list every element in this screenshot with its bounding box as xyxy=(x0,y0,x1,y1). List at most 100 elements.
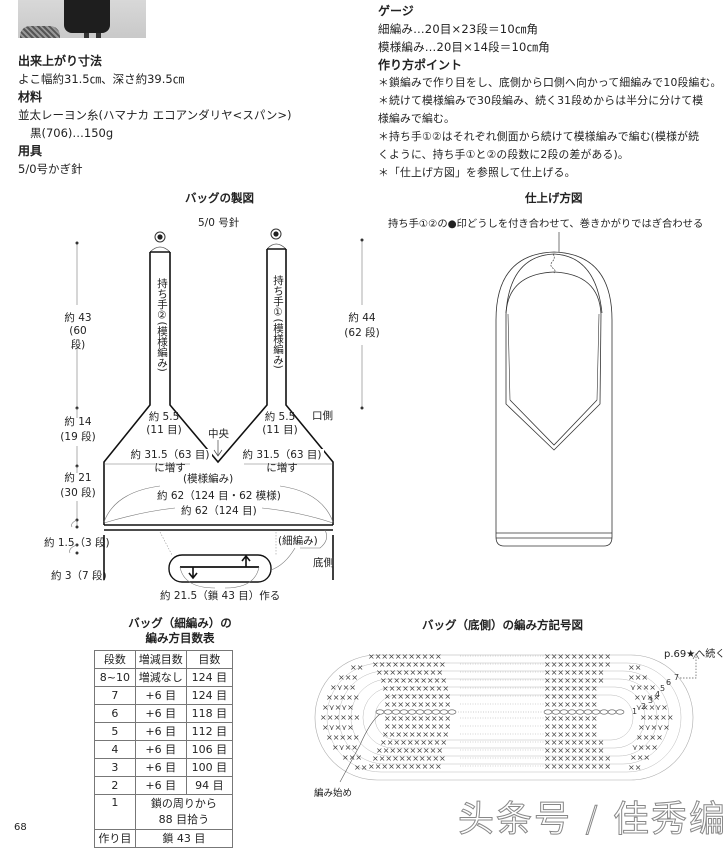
svg-text:××××××××××: ×××××××××× xyxy=(376,746,443,755)
svg-text:×××: ××× xyxy=(342,753,362,762)
bag-photo xyxy=(18,0,146,38)
bag-photo-leg xyxy=(96,33,101,38)
svg-text:××××××××: ×××××××× xyxy=(544,714,598,723)
svg-text:××××××××: ×××××××× xyxy=(544,684,598,693)
svg-text:××××××××: ×××××××× xyxy=(544,730,598,739)
svg-text:×××××××××××: ××××××××××× xyxy=(368,652,442,661)
svg-text:×××: ××× xyxy=(628,673,648,682)
half-width-right-note: に増す xyxy=(266,462,298,474)
svg-text:×××××××××××: ××××××××××× xyxy=(368,762,442,771)
svg-text:××××××××××: ×××××××××× xyxy=(384,714,451,723)
cell-stitches: 94 目 xyxy=(185,776,234,795)
continue-note: p.69★へ続く xyxy=(664,649,726,660)
cell-row1-text: 鎖の周りから 88 目拾う xyxy=(134,794,234,830)
svg-text:××: ×× xyxy=(350,663,363,672)
tools: 5/0号かぎ針 xyxy=(18,162,83,176)
cell-stitches: 124 目 xyxy=(185,668,234,687)
svg-text:××××××××××: ×××××××××× xyxy=(544,754,611,763)
row-number: 3 xyxy=(648,696,653,705)
svg-text:×⋎××: ×⋎×× xyxy=(634,693,660,702)
svg-text:××××××: ×××××× xyxy=(320,713,360,722)
start-label: 編み始め xyxy=(314,788,353,799)
handle-width-right: 約 5.5 (11 目) xyxy=(262,411,298,437)
cell-change: +6 目 xyxy=(134,686,187,705)
point-line: ＊「仕上げ方図」を参照して仕上げる。 xyxy=(378,166,576,179)
handle-width-left-cm: 約 5.5 xyxy=(148,411,180,423)
row1-text-2: 88 目拾う xyxy=(158,813,210,826)
count-table: 段数 増減目数 目数 8~10 増減なし 124 目 7 +6 目 124 目 … xyxy=(94,650,234,848)
half-width-left-note: に増す xyxy=(154,462,186,474)
svg-text:×××××: ××××× xyxy=(640,713,674,722)
svg-text:×××××××××××: ××××××××××× xyxy=(372,660,446,669)
cell-stitches: 112 目 xyxy=(185,722,234,741)
left-height-5: 約 3（7 段) xyxy=(51,570,107,582)
svg-text:×××××××××: ××××××××× xyxy=(544,668,604,677)
page-number: 68 xyxy=(14,822,27,833)
row-number: 5 xyxy=(660,684,665,693)
left-height-3: 約 21 (30 段) xyxy=(60,470,96,500)
mouth-side-label: 口側 xyxy=(312,410,333,422)
table-row: 4 +6 目 106 目 xyxy=(94,740,234,759)
count-table-title-2: 編み方目数表 xyxy=(145,631,215,645)
left-height-4: 約 1.5（3 段) xyxy=(44,537,110,549)
handle-width-left-sts: (11 目) xyxy=(146,424,182,436)
center-label: 中央 xyxy=(208,428,229,440)
svg-text:⋎××⋎×: ⋎××⋎× xyxy=(636,703,668,712)
svg-text:××××××××: ×××××××× xyxy=(544,692,598,701)
cell-change: 増減なし xyxy=(134,668,187,687)
stitch-chart-drawing: ××××××××××××××××××××× ××××××××××××××××××… xyxy=(314,652,700,783)
svg-text:××××××××: ×××××××× xyxy=(544,700,598,709)
left-height-3-cm: 約 21 xyxy=(64,472,92,484)
finished-size: よこ幅約31.5㎝、深さ約39.5㎝ xyxy=(18,72,185,86)
row-number: 4 xyxy=(655,690,660,699)
row1-text-1: 鎖の周りから xyxy=(150,797,217,810)
left-height-3-rows: (30 段) xyxy=(60,487,96,499)
cell-stitches: 124 目 xyxy=(185,686,234,705)
header-change: 増減目数 xyxy=(134,650,187,669)
cell-change: +6 目 xyxy=(134,758,187,777)
finishing-note: 持ち手①②の●印どうしを付き合わせて、巻きかがりではぎ合わせる xyxy=(388,218,704,230)
svg-text:××: ×× xyxy=(628,663,641,672)
header-rows: 段数 xyxy=(94,650,136,669)
svg-text:×××××××××: ××××××××× xyxy=(544,738,604,747)
half-width-left: 約 31.5（63 目) に増す xyxy=(120,449,220,475)
width-pattern: 約 62（124 目・62 模様) xyxy=(155,488,283,503)
svg-text:××××××××××: ×××××××××× xyxy=(382,684,449,693)
finishing-drawing xyxy=(495,232,613,547)
chain-label: 約 21.5（鎖 43 目）作る xyxy=(160,590,281,602)
cell-row: 5 xyxy=(94,722,136,741)
table-row: 6 +6 目 118 目 xyxy=(94,704,234,723)
svg-text:××××××××××: ×××××××××× xyxy=(544,762,611,771)
svg-text:⋎×××: ⋎××× xyxy=(632,743,658,752)
cell-row: 2 xyxy=(94,776,136,795)
row-number: 6 xyxy=(666,678,671,687)
svg-text:×⋎×⋎×: ×⋎×⋎× xyxy=(322,703,354,712)
bottom-side-label: 底側 xyxy=(313,557,334,569)
cell-row: 8~10 xyxy=(94,668,136,687)
cell-change: +6 目 xyxy=(134,776,187,795)
stitch-chart-title: バッグ（底側）の編み方記号図 xyxy=(422,618,583,632)
bag-photo-bag xyxy=(64,0,110,33)
handle-width-right-cm: 約 5.5 xyxy=(264,411,296,423)
svg-text:××××××××××: ×××××××××× xyxy=(544,660,611,669)
pattern-diagram-title: バッグの製図 xyxy=(185,191,254,205)
tools-heading: 用具 xyxy=(18,144,43,158)
cell-change: +6 目 xyxy=(134,704,187,723)
table-row: 3 +6 目 100 目 xyxy=(94,758,234,777)
svg-text:××××××××××: ×××××××××× xyxy=(384,722,451,731)
materials-heading: 材料 xyxy=(18,90,43,104)
svg-text:×⋎××: ×⋎×× xyxy=(330,683,356,692)
cell-stitches: 106 目 xyxy=(185,740,234,759)
cell-stitches: 118 目 xyxy=(185,704,234,723)
row-number: 7 xyxy=(674,673,679,682)
table-header-row: 段数 増減目数 目数 xyxy=(94,650,234,669)
handle2-label: 持ち手②(模様編み) xyxy=(156,278,168,372)
left-height-2-rows: (19 段) xyxy=(60,431,96,443)
sc-label: (細編み) xyxy=(278,535,318,547)
right-height: 約 44 (62 段) xyxy=(344,310,380,340)
materials-line2: 黒(706)…150g xyxy=(30,126,114,140)
svg-text:××××××××××: ×××××××××× xyxy=(384,700,451,709)
svg-text:××××××××××: ×××××××××× xyxy=(380,676,447,685)
count-table-title-1: バッグ（細編み）の xyxy=(128,616,232,630)
finishing-title: 仕上げ方図 xyxy=(525,191,583,205)
